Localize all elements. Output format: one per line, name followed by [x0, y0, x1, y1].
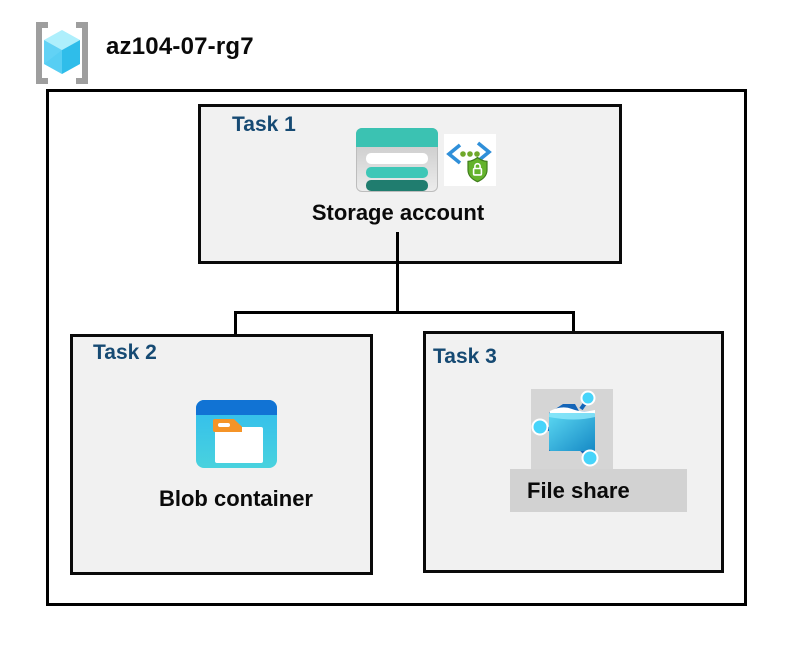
- file-share-icon-background: [531, 389, 613, 469]
- storage-account-icon-bar: [366, 180, 428, 191]
- blob-container-icon-tab-dash: [218, 423, 230, 427]
- blob-container-icon-header: [196, 400, 277, 415]
- storage-account-label: Storage account: [311, 200, 485, 225]
- file-share-icon: [531, 390, 599, 467]
- connector-storage-stem: [396, 232, 399, 313]
- blob-container-icon: [196, 400, 277, 468]
- resource-group-name: az104-07-rg7: [106, 33, 254, 60]
- storage-account-icon: [356, 128, 438, 192]
- sas-secure-access-icon: [444, 134, 496, 186]
- file-share-label: File share: [527, 478, 630, 503]
- connector-branch-horizontal: [234, 311, 575, 314]
- task2-label: Task 2: [93, 341, 157, 364]
- resource-group-icon: [34, 22, 90, 84]
- storage-account-icon-bar: [366, 167, 428, 178]
- storage-account-icon-header: [356, 128, 438, 147]
- task3-label: Task 3: [433, 345, 497, 368]
- file-share-label-background: [510, 469, 687, 512]
- blob-container-icon-folder: [215, 427, 263, 463]
- blob-container-label: Blob container: [158, 486, 313, 511]
- storage-account-icon-bar: [366, 153, 428, 164]
- task1-label: Task 1: [232, 113, 296, 136]
